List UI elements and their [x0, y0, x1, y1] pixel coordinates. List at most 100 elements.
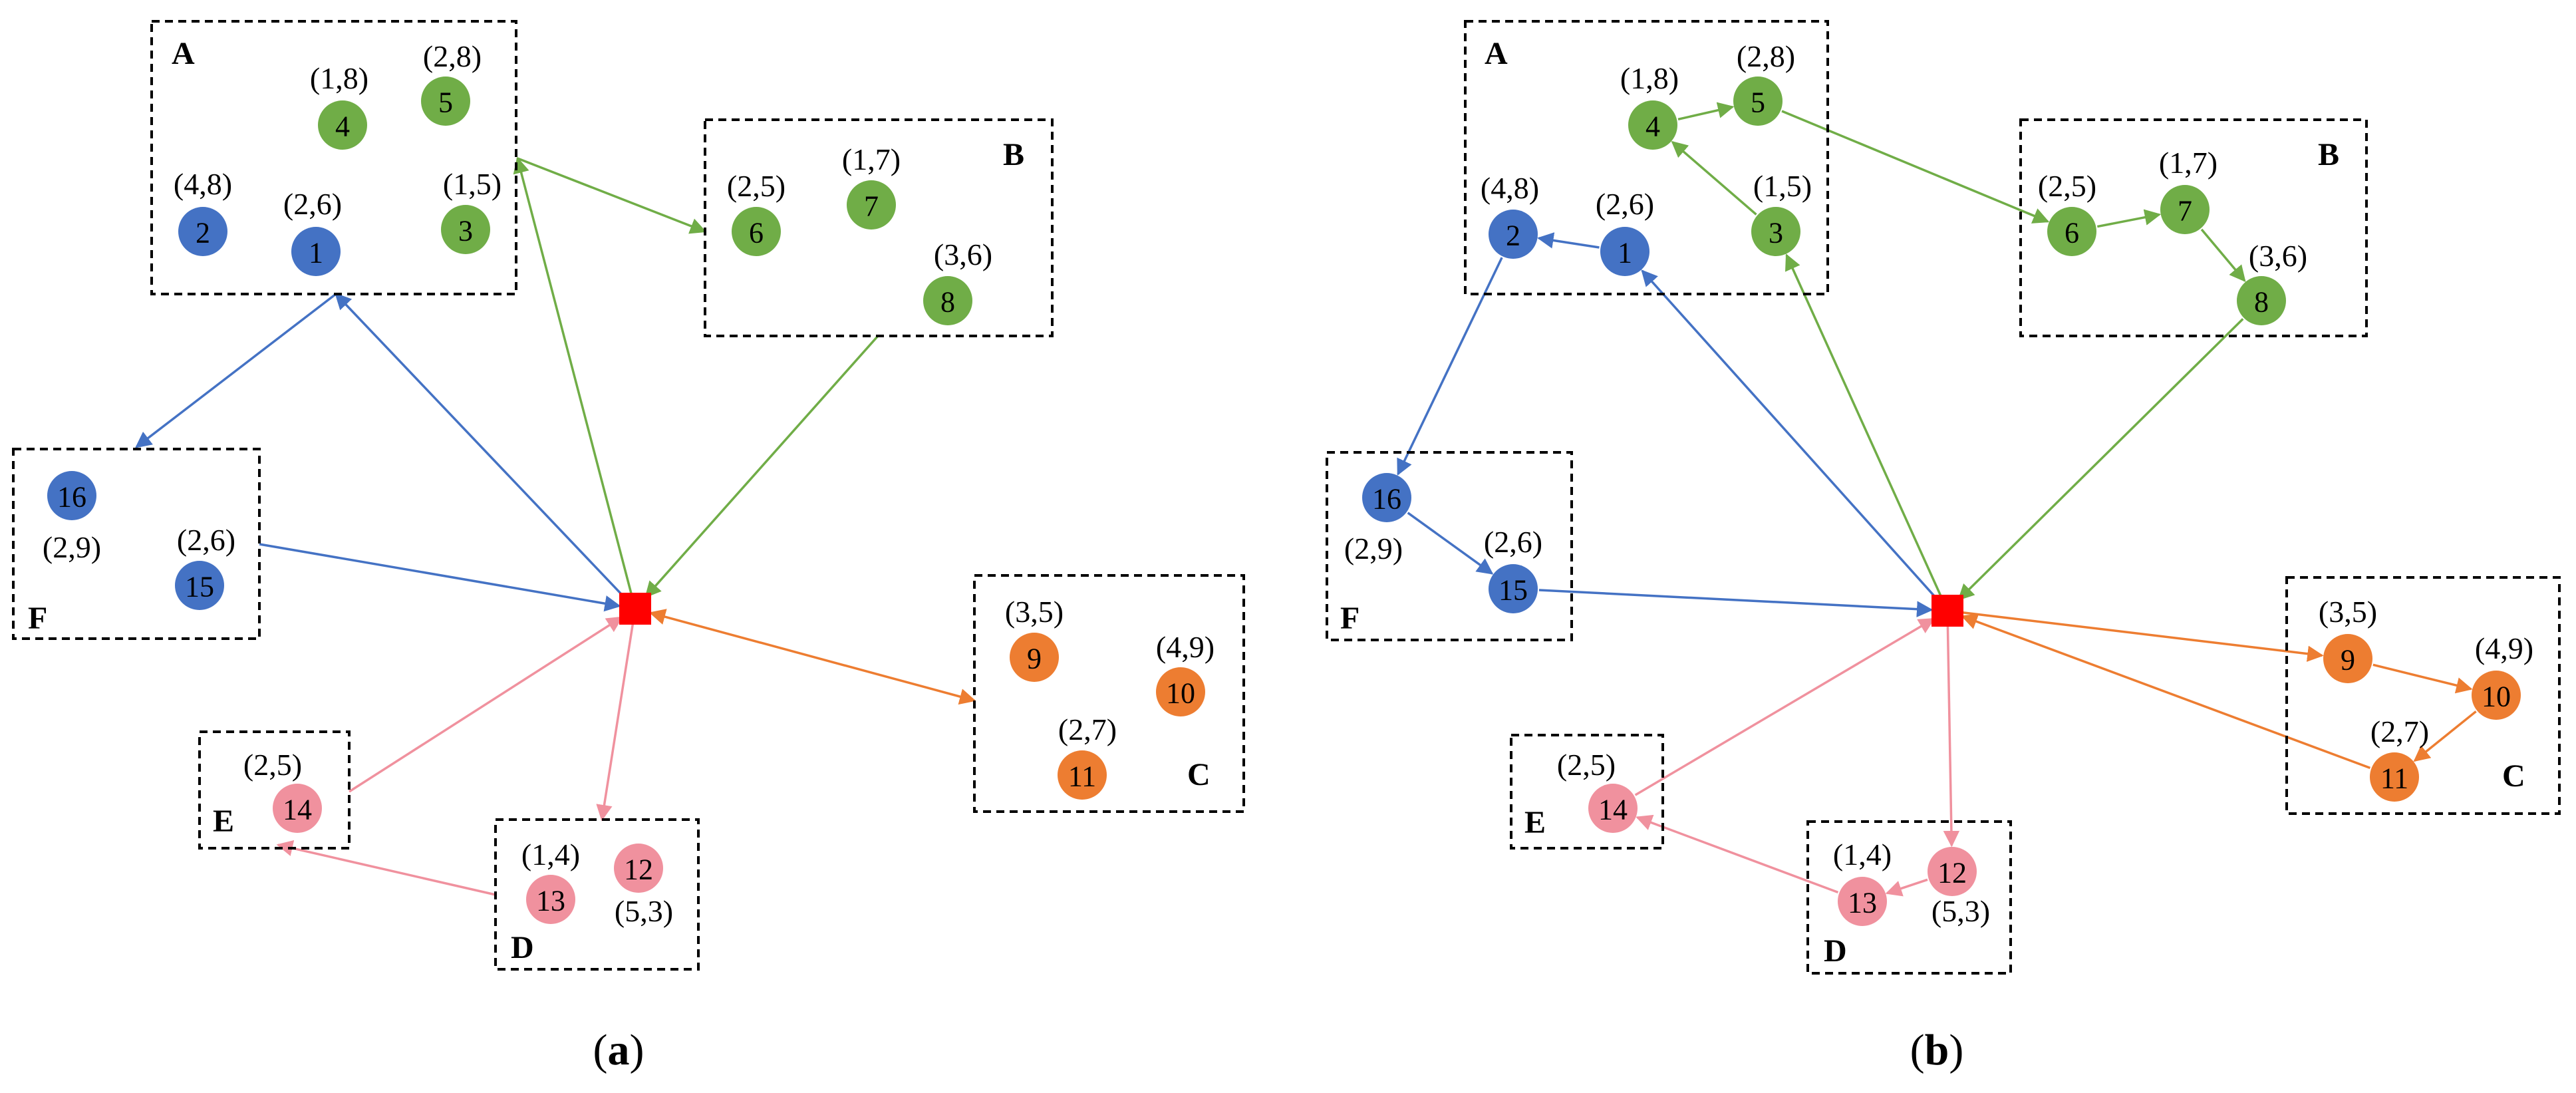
- node-2-b: 2(4,8): [1481, 171, 1539, 259]
- node-7-a: 7(1,7): [842, 142, 901, 230]
- node-number: 3: [1769, 217, 1783, 249]
- node-coordinate: (2,5): [2038, 169, 2096, 203]
- pink-route-edge: [1636, 814, 1839, 893]
- node-14-a: 14(2,5): [243, 748, 322, 833]
- node-number: 5: [438, 86, 453, 119]
- zone-label: A: [1485, 36, 1508, 71]
- orange-route-edge: [1961, 613, 2371, 770]
- node-3-b: 3 (1,5): [1751, 169, 1812, 256]
- node-coordinate: (2,8): [1737, 39, 1795, 73]
- node-circle: [175, 561, 224, 610]
- green-route-edge: [517, 157, 707, 234]
- zone-a-a: A: [150, 20, 517, 295]
- pink-route-edge: [1885, 878, 1928, 897]
- depot-square-b: [1932, 595, 1963, 627]
- pink-route-edge: [1943, 626, 1960, 848]
- node-number: 7: [2178, 195, 2192, 228]
- node-circle: [923, 276, 972, 325]
- node-circle: [273, 784, 322, 833]
- node-9-a: 9(3,5): [1005, 595, 1064, 682]
- node-1-b: 1(2,6): [1596, 187, 1654, 276]
- blue-route-edge: [1407, 512, 1494, 575]
- node-coordinate: (1,5): [1753, 169, 1812, 203]
- pink-route-edge: [596, 624, 634, 822]
- node-8-a: 8(3,6): [923, 237, 992, 325]
- zone-f-a: F: [12, 448, 261, 640]
- node-coordinate: (2,6): [1596, 187, 1654, 221]
- zone-d-a: D: [494, 818, 700, 971]
- node-circle: [2237, 276, 2286, 325]
- node-circle: [1928, 847, 1977, 896]
- node-circle: [1362, 473, 1411, 522]
- node-coordinate: (4,9): [1156, 630, 1215, 664]
- node-coordinate: (2,6): [1484, 525, 1542, 559]
- node-number: 6: [2065, 217, 2079, 249]
- zone-boundary: [1510, 734, 1664, 850]
- zone-b-b: B: [2019, 118, 2368, 337]
- zone-c-a: C: [973, 574, 1245, 813]
- caption-open: (: [593, 1026, 608, 1074]
- node-number: 4: [335, 110, 350, 143]
- zone-e-b: E: [1510, 734, 1664, 850]
- node-9-b: 9(3,5): [2319, 595, 2377, 683]
- node-coordinate: (4,8): [1481, 171, 1539, 205]
- orange-route-edge: [2372, 663, 2473, 694]
- node-3-a: 3 (1,5): [441, 167, 501, 254]
- node-circle: [441, 205, 490, 254]
- node-coordinate: (1,5): [443, 167, 501, 201]
- node-5-b: 5 (2,8): [1733, 39, 1795, 126]
- node-5-a: 5(2,8): [421, 39, 482, 126]
- node-coordinate: (2,7): [1058, 712, 1117, 746]
- blue-route-edge: [135, 293, 337, 448]
- node-circle: [614, 844, 663, 893]
- node-number: 15: [185, 571, 214, 603]
- node-coordinate: (5,3): [1932, 894, 1990, 928]
- node-coordinate: (2,6): [177, 523, 235, 557]
- node-coordinate: (1,4): [1833, 838, 1892, 871]
- caption-close: ): [1949, 1026, 1963, 1074]
- node-circle: [1588, 784, 1638, 833]
- zone-boundary: [12, 448, 261, 640]
- zone-boundary: [2019, 118, 2368, 337]
- node-number: 8: [940, 286, 955, 319]
- node-number: 8: [2254, 286, 2269, 319]
- blue-route-edge: [1538, 589, 1933, 617]
- zone-label: B: [2318, 137, 2339, 172]
- node-coordinate: (1,7): [2159, 146, 2218, 180]
- node-coordinate: (2,5): [727, 169, 786, 203]
- node-circle: [2047, 207, 2096, 256]
- node-4-a: 4 (1,8): [310, 61, 368, 150]
- node-number: 5: [1751, 86, 1765, 119]
- node-coordinate: (1,7): [842, 142, 901, 176]
- node-6-a: 6 (2,5): [727, 169, 786, 256]
- zone-a-b: A: [1464, 20, 1829, 295]
- node-circle: [1838, 877, 1887, 926]
- green-route-edge: [1957, 318, 2244, 601]
- node-circle: [1489, 564, 1538, 613]
- zone-label: A: [172, 36, 195, 71]
- node-circle: [2370, 752, 2419, 802]
- caption-letter: b: [1925, 1026, 1949, 1074]
- node-number: 13: [536, 885, 565, 917]
- green-route-edge: [1677, 102, 1735, 121]
- node-number: 3: [458, 215, 473, 247]
- node-number: 16: [57, 481, 86, 514]
- blue-route-edge: [1641, 269, 1938, 600]
- zone-label: D: [1824, 933, 1847, 969]
- node-circle: [526, 875, 575, 924]
- zone-label: B: [1003, 137, 1024, 172]
- zone-label: E: [213, 804, 234, 839]
- node-number: 2: [196, 217, 210, 249]
- node-number: 12: [624, 854, 653, 886]
- zone-d-b: D: [1806, 820, 2012, 975]
- node-coordinate: (5,3): [615, 894, 673, 928]
- depot-square-a: [619, 593, 651, 625]
- green-route-edge: [1785, 253, 1942, 597]
- caption-letter: a: [608, 1026, 630, 1074]
- zone-boundary: [1326, 451, 1573, 641]
- blue-route-edge: [259, 543, 621, 612]
- node-coordinate: (1,8): [310, 61, 368, 95]
- node-10-b: 10(4,9): [2472, 631, 2533, 720]
- node-number: 15: [1499, 574, 1528, 607]
- node-number: 6: [749, 217, 764, 249]
